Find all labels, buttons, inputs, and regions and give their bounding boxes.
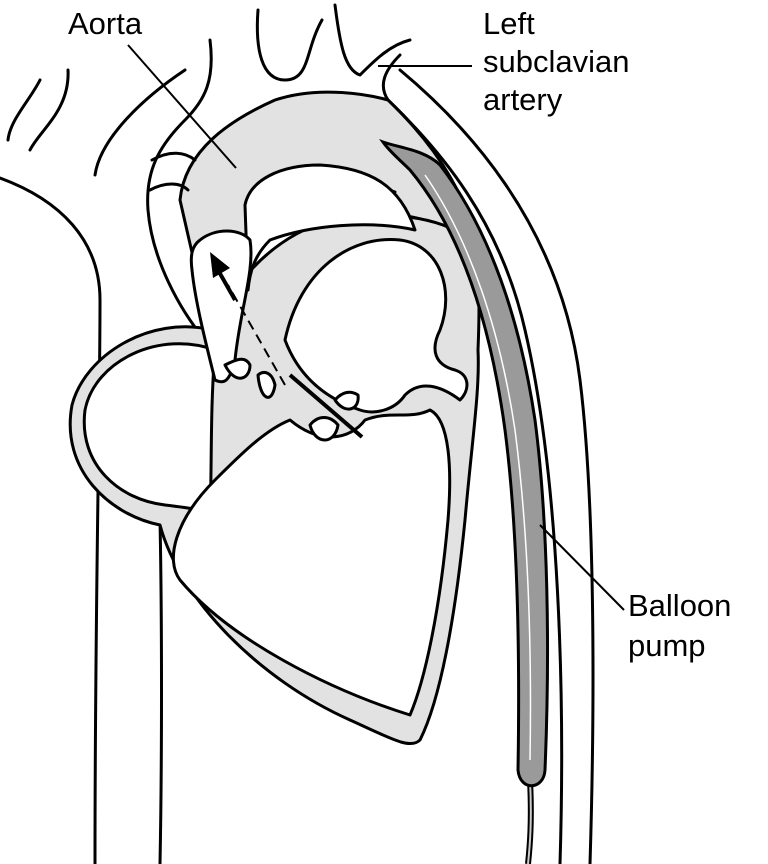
valve-plane-line: [288, 373, 364, 439]
balloon-highlight: [424, 174, 532, 761]
branch-vessel: [28, 68, 70, 152]
left-subclavian-label-line2: subclavian: [483, 44, 630, 79]
branch-vessel: [146, 38, 213, 342]
right-atrium: [82, 342, 217, 517]
aorta-lumen: [243, 163, 417, 292]
left-subclavian-label-line1: Left: [483, 6, 535, 41]
balloon-pump-label-line1: Balloon: [628, 588, 732, 623]
aorta-leader-line: [127, 44, 237, 169]
branch-vessel: [0, 176, 102, 864]
left-atrium: [283, 238, 469, 414]
valve-leaflet: [256, 371, 277, 399]
left-vessel-inner: [158, 518, 163, 864]
balloon-catheter-inner: [527, 779, 532, 864]
branch-vessel: [255, 8, 324, 82]
branch-vessel: [93, 68, 187, 177]
left-subclavian-label-line3: artery: [483, 82, 563, 117]
balloon-leader-line: [539, 524, 625, 611]
aorta-label: Aorta: [68, 6, 143, 41]
heart-divider: [150, 151, 197, 162]
heart-divider: [148, 182, 190, 192]
left-ventricle: [172, 408, 452, 717]
flow-arrow-head: [210, 252, 230, 278]
branch-vessel: [381, 53, 402, 102]
valve-leaflet: [223, 357, 252, 380]
valve-leaflet: [333, 390, 360, 411]
branch-vessel: [333, 3, 412, 77]
balloon-pump-label-line2: pump: [628, 628, 706, 663]
valve-leaflet: [308, 416, 340, 442]
flow-path-dashed: [227, 284, 286, 386]
aortic-root-chamber: [189, 229, 253, 384]
balloon-pump: [379, 139, 550, 788]
flow-arrow-shaft: [216, 269, 237, 301]
descending-aorta-wall: [398, 68, 595, 864]
branch-vessel: [6, 78, 42, 142]
descending-aorta-wall: [386, 98, 564, 864]
